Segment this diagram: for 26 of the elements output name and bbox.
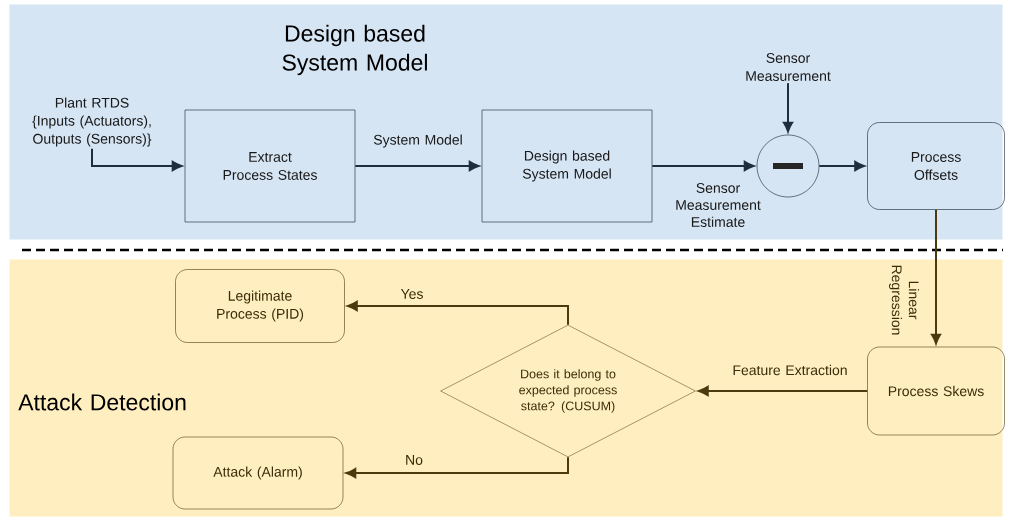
arrow [818,160,865,172]
arrow [651,160,755,172]
section-heading: Design based System Model [282,24,427,76]
edge-label: No [406,455,423,465]
arrow [345,456,569,479]
arrow [698,385,869,397]
arrow [347,300,569,326]
process-box: Process Skews [867,346,1005,436]
process-box: Design based System Model [481,109,653,223]
edge-label: Yes [400,289,423,299]
outcome-box: Attack (Alarm) [172,436,344,510]
arrow [930,208,942,345]
arrow [782,82,794,133]
edge-label: Feature Extraction [733,364,847,376]
subtractor-circle [756,134,820,198]
arrow [354,160,480,172]
input-label: Sensor Measurement [746,53,831,81]
input-label: Plant RTDS {Inputs (Actuators), Outputs (Sensors)} [32,97,152,147]
edge-label: Sensor Measurement Estimate [676,183,761,227]
process-box: Extract Process States [184,109,356,223]
arrow [91,147,183,172]
edge-label: Linear Regression [889,265,920,335]
section-heading: Attack Detection [18,393,186,411]
outcome-box: Legitimate Process (PID) [175,269,345,343]
edge-label: System Model [373,134,462,148]
process-box: Process Offsets [867,122,1005,210]
